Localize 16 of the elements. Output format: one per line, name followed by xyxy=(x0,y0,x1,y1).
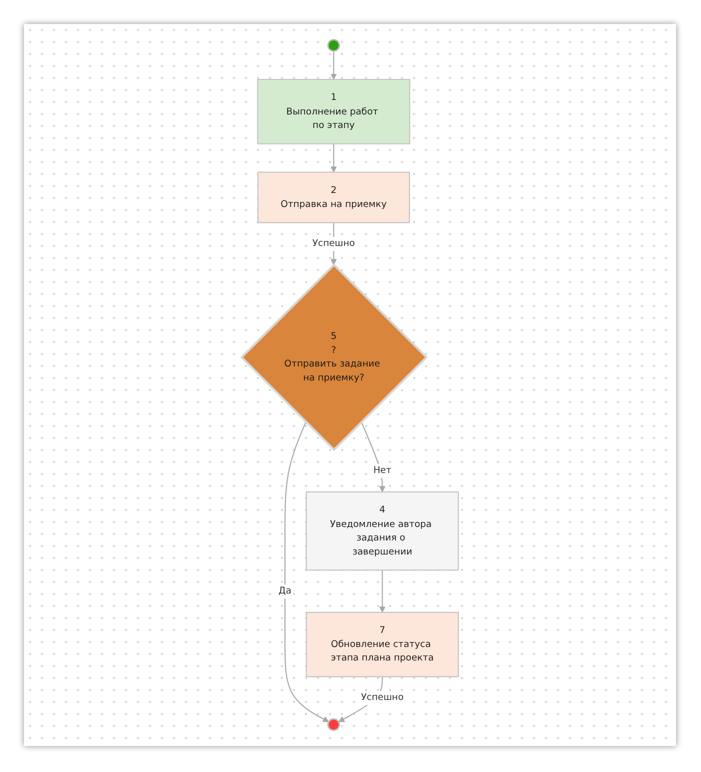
arrow xyxy=(284,422,329,722)
node-circle xyxy=(327,38,340,52)
node-box: 7 Обновление статуса этапа плана проекта xyxy=(306,612,459,678)
edge-label: Успешно xyxy=(361,692,404,703)
node-box: 1 Выполнение работ по этапу xyxy=(257,78,410,144)
node-box: 4 Уведомление автора задания о завершении xyxy=(306,491,459,571)
arrow xyxy=(360,422,386,492)
node-box: 2 Отправка на приемку xyxy=(257,172,410,224)
arrow xyxy=(330,144,337,172)
arrow xyxy=(330,51,337,80)
edge-label: Успешно xyxy=(312,238,355,249)
edge-label: Да xyxy=(278,586,292,596)
node-diamond: 5 ? Отправить задание на приемку? xyxy=(240,263,428,452)
arrow xyxy=(379,570,386,613)
edge-label: Нет xyxy=(373,465,392,476)
node-circle xyxy=(327,718,340,732)
